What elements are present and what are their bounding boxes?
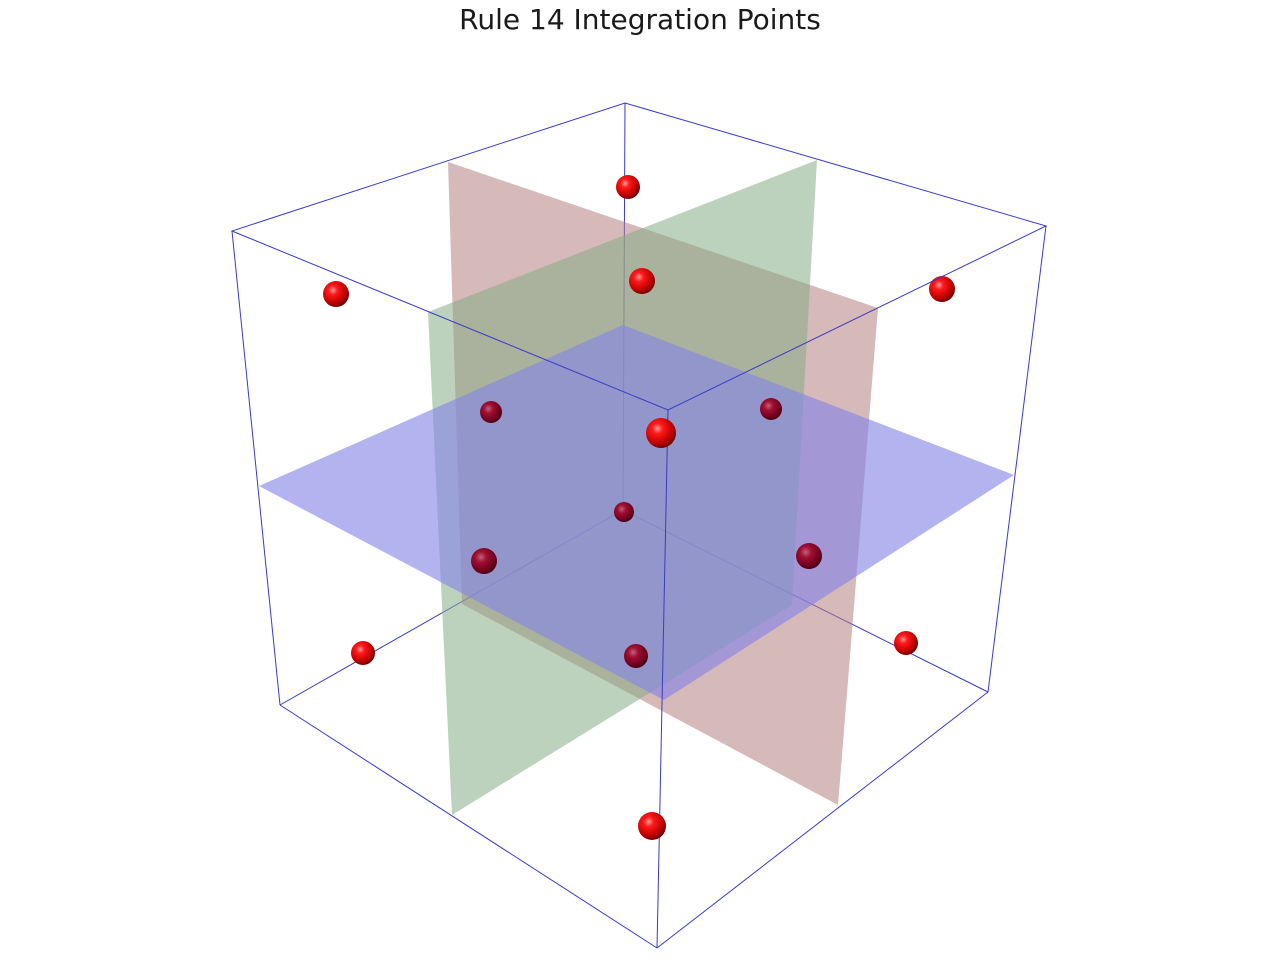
integration-point bbox=[624, 644, 648, 668]
cube-edge bbox=[231, 230, 281, 706]
integration-point bbox=[646, 418, 676, 448]
cube-edge bbox=[987, 225, 1047, 693]
integration-point bbox=[480, 401, 502, 423]
plot-title: Rule 14 Integration Points bbox=[459, 3, 821, 36]
cube-edge bbox=[656, 409, 669, 949]
integration-point bbox=[614, 502, 634, 522]
integration-point bbox=[616, 175, 640, 199]
cube-front-edges bbox=[230, 102, 1048, 949]
integration-point bbox=[471, 548, 497, 574]
integration-point bbox=[351, 641, 375, 665]
integration-point bbox=[323, 281, 349, 307]
integration-point bbox=[760, 398, 782, 420]
cube-edge bbox=[656, 691, 989, 949]
integration-point bbox=[638, 812, 666, 840]
cube-edge bbox=[279, 704, 658, 949]
integration-point bbox=[894, 631, 918, 655]
integration-point bbox=[796, 543, 822, 569]
integration-points-back bbox=[323, 175, 955, 522]
plane-horizontal bbox=[259, 325, 1014, 700]
integration-points-front bbox=[351, 418, 918, 840]
integration-point bbox=[929, 276, 955, 302]
integration-point bbox=[629, 268, 655, 294]
